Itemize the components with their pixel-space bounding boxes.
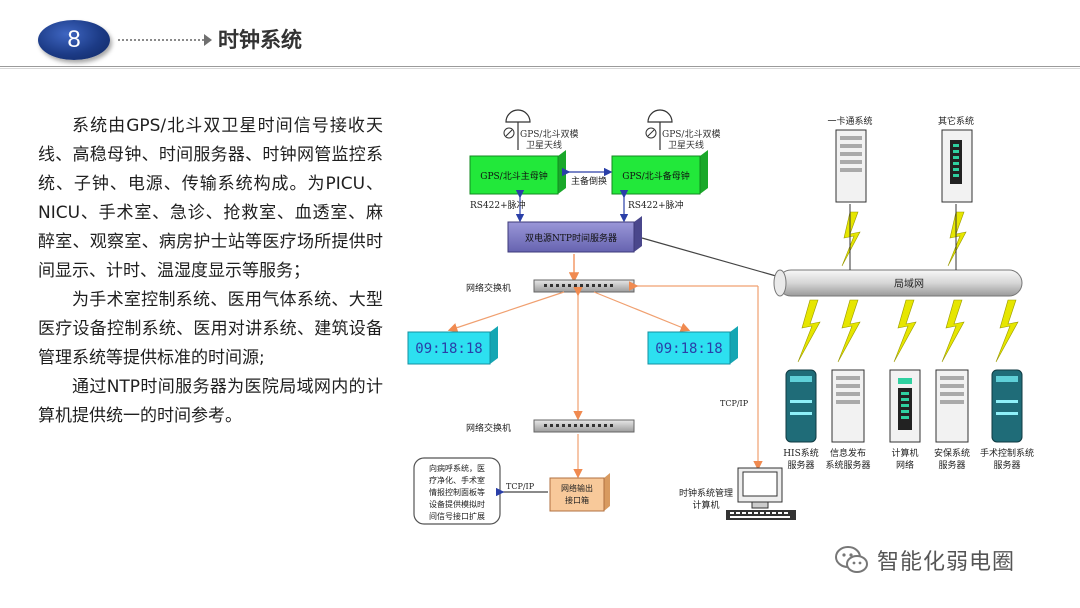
nurse-call-line-1: 向病呼系统，医 <box>429 463 485 473</box>
antenna-main-label-1: GPS/北斗双模 <box>520 129 578 140</box>
server-info-line-2: 系统服务器 <box>825 459 870 471</box>
lan-bus <box>773 269 1023 297</box>
page-title: 时钟系统 <box>218 28 302 52</box>
lightning-icon <box>797 299 821 363</box>
ntp-server-box <box>507 216 642 253</box>
antenna-main-label-2: 卫星天线 <box>526 139 562 151</box>
lightning-icon <box>841 211 861 267</box>
header-dotted-line <box>118 39 204 41</box>
network-switch-bottom <box>533 419 635 433</box>
satellite-antenna-backup-icon <box>645 109 673 150</box>
clock-system-diagram: GPS/北斗双模 卫星天线 GPS/北斗双模 卫星天线 GPS/北斗主母钟 GP… <box>407 109 1034 525</box>
clock-left-time: 09:18:18 <box>415 341 482 357</box>
backup-clock-label: GPS/北斗备母钟 <box>622 170 689 182</box>
master-clock-label: GPS/北斗主母钟 <box>480 170 547 182</box>
server-his-line-1: HIS系统 <box>783 447 819 459</box>
master-clock-box <box>469 150 566 195</box>
nurse-call-line-2: 疗净化、手术室 <box>429 475 485 485</box>
paragraph-2: 为手术室控制系统、医用气体系统、大型医疗设备控制系统、医用对讲系统、建筑设备管理… <box>38 290 383 368</box>
header-arrow-icon <box>204 34 212 46</box>
lightning-icon <box>947 211 967 267</box>
rs422-right-label: RS422+脉冲 <box>628 199 684 211</box>
lightning-icon <box>995 299 1019 363</box>
ntp-server-label: 双电源NTP时间服务器 <box>525 232 617 244</box>
server-security-line-2: 服务器 <box>938 459 965 471</box>
mgmt-pc-line-2: 计算机 <box>692 499 719 511</box>
other-system-server-icon <box>941 129 973 203</box>
tcpip-horizontal-label: TCP/IP <box>506 482 535 491</box>
antenna-backup-label-1: GPS/北斗双模 <box>662 129 720 140</box>
clock-right-time: 09:18:18 <box>655 341 722 357</box>
other-system-label: 其它系统 <box>938 115 974 127</box>
server-surgery-line-1: 手术控制系统 <box>980 447 1034 459</box>
paragraph-1: 系统由GPS/北斗双卫星时间信号接收天线、高稳母钟、时间服务器、时钟网管监控系统… <box>38 116 383 281</box>
server-info-line-1: 信息发布 <box>830 447 866 459</box>
output-box-line-1: 网络输出 <box>561 483 593 493</box>
output-box-line-2: 接口箱 <box>565 495 589 505</box>
card-system-label: 一卡通系统 <box>827 115 872 127</box>
mgmt-pc-line-1: 时钟系统管理 <box>679 487 733 499</box>
antenna-backup-label-2: 卫星天线 <box>668 139 704 151</box>
rs422-left-label: RS422+脉冲 <box>470 199 526 211</box>
ntp-lan-link <box>641 237 777 277</box>
his-server-icon <box>785 369 817 443</box>
surgery-control-server-icon <box>991 369 1023 443</box>
management-computer-icon <box>726 467 796 520</box>
switch-bottom-label: 网络交换机 <box>466 422 511 434</box>
digital-clock-right <box>647 326 738 365</box>
computer-network-server-icon <box>889 369 921 443</box>
network-switch-top <box>533 279 635 293</box>
server-network-line-2: 网络 <box>896 459 914 471</box>
description-text: 系统由GPS/北斗双卫星时间信号接收天线、高稳母钟、时间服务器、时钟网管监控系统… <box>38 112 383 431</box>
backup-clock-box <box>611 150 708 195</box>
nurse-call-line-5: 间信号接口扩展 <box>429 511 485 521</box>
info-server-icon <box>831 369 865 443</box>
tcpip-vertical-label: TCP/IP <box>720 399 749 408</box>
lightning-icon <box>837 299 861 363</box>
lightning-icon <box>893 299 917 363</box>
wechat-icon <box>835 546 868 573</box>
satellite-antenna-main-icon <box>503 109 531 150</box>
paragraph-3: 通过NTP时间服务器为医院局域网内的计算机提供统一的时间参考。 <box>38 377 383 426</box>
switchover-label: 主备倒换 <box>571 175 607 187</box>
header-divider-shadow <box>0 68 1080 69</box>
lightning-icon <box>941 299 965 363</box>
section-number-badge: 8 <box>38 20 110 60</box>
card-system-server-icon <box>835 129 867 203</box>
server-security-line-1: 安保系统 <box>934 447 970 459</box>
server-network-line-1: 计算机 <box>891 447 918 459</box>
digital-clock-left <box>407 326 498 365</box>
watermark-text: 智能化弱电圈 <box>877 550 1016 575</box>
nurse-call-line-3: 情报控制面板等 <box>429 487 485 497</box>
server-his-line-2: 服务器 <box>787 459 814 471</box>
watermark: 智能化弱电圈 <box>835 543 1015 577</box>
lan-label: 局域网 <box>894 277 924 290</box>
nurse-call-line-4: 设备提供模拟时 <box>429 499 485 509</box>
security-server-icon <box>935 369 969 443</box>
switch-top-label: 网络交换机 <box>466 282 511 294</box>
network-output-box <box>549 473 610 512</box>
header-divider <box>0 66 1080 67</box>
server-surgery-line-2: 服务器 <box>993 459 1020 471</box>
